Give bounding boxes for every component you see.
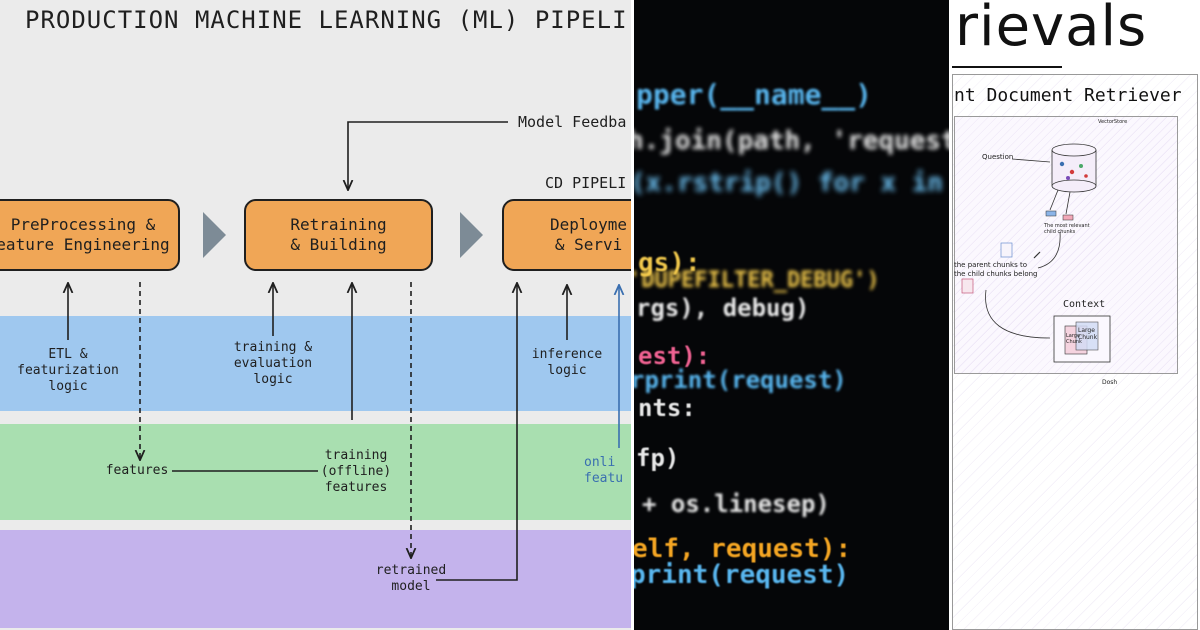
training-features-label: training (offline) features	[320, 448, 392, 495]
signature: Dosh	[1102, 379, 1118, 386]
question-label: Question	[982, 153, 1014, 161]
pipeline-connectors	[0, 121, 631, 581]
code-photo-panel: pper(__name__) h.join(path, 'requests.se…	[634, 0, 949, 630]
context-label: Context	[1063, 299, 1106, 310]
online-features-label: onli featu	[584, 455, 624, 486]
features-band	[0, 424, 631, 520]
model-band	[0, 530, 631, 628]
code-line: print(request)	[634, 560, 850, 590]
features-label: features	[105, 463, 169, 478]
chevron-icon	[460, 212, 483, 258]
code-line: elf, request):	[634, 534, 852, 564]
inference-label: inference logic	[531, 347, 603, 378]
retrievals-panel: rievals nt Document Retriever	[950, 0, 1200, 630]
document-icon	[961, 278, 974, 294]
ml-pipeline-panel: PRODUCTION MACHINE LEARNING (ML) PIPELI	[0, 0, 631, 630]
document-icon	[1000, 242, 1013, 258]
most-relevant-label: The most relevant child chunks	[1044, 223, 1090, 235]
feedback-label: Model Feedba	[518, 113, 627, 131]
child-chunk-icon	[1045, 210, 1057, 217]
question-arrow	[1011, 158, 1051, 163]
code-line: rprint(request)	[634, 366, 847, 394]
diagram-title: PRODUCTION MACHINE LEARNING (ML) PIPELI	[25, 6, 628, 34]
title-underline	[952, 66, 1062, 68]
logic-band	[0, 316, 631, 411]
training-eval-label: training & evaluation logic	[233, 340, 313, 387]
etl-label: ETL & featurization logic	[17, 347, 119, 394]
code-line: fp)	[636, 444, 680, 472]
deploy-arrow	[436, 284, 517, 581]
code-line: + os.linesep)	[642, 490, 830, 518]
code-line: est):	[638, 342, 711, 370]
retrievals-title: rievals	[955, 0, 1148, 59]
vectorstore-icon	[1051, 143, 1097, 193]
code-line: nts:	[638, 394, 696, 422]
chevron-icon	[203, 212, 226, 258]
code-line: h.join(path, 'requests.seen')	[634, 126, 949, 156]
code-line: pper(__name__)	[636, 78, 873, 111]
retrained-model-label: retrained model	[375, 563, 447, 594]
child-chunk-icon	[1062, 214, 1074, 221]
code-line: rgs), debug)	[636, 294, 810, 322]
retriever-sketch	[961, 143, 1111, 363]
retraining-node: Retraining & Building	[244, 199, 433, 271]
preprocessing-node: PreProcessing & eature Engineering	[0, 199, 180, 271]
code-line: gs):	[638, 248, 701, 278]
code-line: (x.rstrip() for x in self.fi	[634, 168, 949, 198]
retriever-subtitle: nt Document Retriever	[954, 85, 1182, 106]
feedback-arrow	[348, 121, 508, 189]
parent-chunks-label: the parent chunks to the child chunks be…	[954, 261, 1038, 278]
link-icon	[1033, 251, 1041, 259]
large-chunk-block	[1075, 321, 1099, 351]
large-chunk-label: Large Chunk	[1078, 327, 1098, 341]
large-chunk-label: Large Chunk	[1066, 333, 1082, 345]
cd-pipeline-label: CD PIPELI	[545, 174, 627, 192]
deployment-node: Deployme & Servi	[502, 199, 631, 271]
code-line: 'DUPEFILTER_DEBUG')	[634, 268, 880, 293]
vectorstore-label: VectorStore	[1098, 119, 1128, 125]
